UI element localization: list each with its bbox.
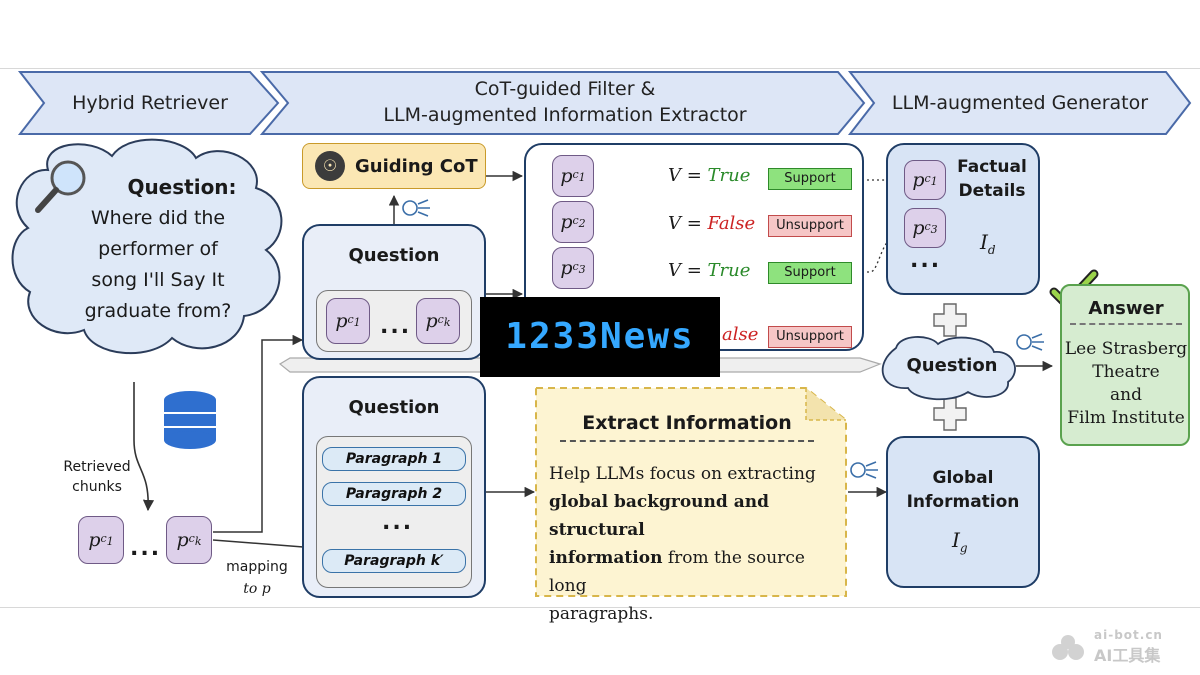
diagram-frame bbox=[0, 68, 1200, 608]
paragraph-k: Paragraph k′ bbox=[322, 549, 466, 573]
answer-line-3: and bbox=[1110, 385, 1142, 405]
answer-title: Answer bbox=[1070, 298, 1182, 325]
extract-line-4: paragraphs. bbox=[549, 604, 654, 624]
question-line-1: Where did the bbox=[90, 207, 226, 229]
corner-mark-line1: ai-bot.cn bbox=[1094, 628, 1163, 642]
paragraph-ellipsis: ... bbox=[382, 510, 414, 535]
corner-mark: ai-bot.cn AI工具集 bbox=[1094, 628, 1194, 666]
upper-chunk-ellipsis: ... bbox=[380, 314, 412, 339]
extract-line-1: Help LLMs focus on extracting bbox=[549, 464, 816, 484]
stage-title-filter-line1: CoT-guided Filter & bbox=[474, 78, 656, 100]
global-symbol: Ig bbox=[952, 528, 968, 555]
question-cloud: Question: Where did the performer of son… bbox=[40, 172, 276, 327]
corner-logo-icon bbox=[1048, 632, 1088, 662]
factual-title-line1: Factual bbox=[957, 157, 1027, 177]
extract-line-3: information from the source long bbox=[549, 548, 805, 596]
question-line-2: performer of bbox=[98, 238, 218, 260]
stage-title-filter-line2: LLM-augmented Information Extractor bbox=[383, 104, 747, 126]
mapping-label-line1: mapping bbox=[226, 559, 288, 575]
corner-mark-line2: AI工具集 bbox=[1094, 646, 1161, 665]
retrieved-label-line2: chunks bbox=[72, 479, 122, 495]
guiding-cot-box: ☉ Guiding CoT bbox=[302, 143, 486, 189]
filter-verdict-2: V = False bbox=[668, 213, 756, 234]
generator-question-label: Question bbox=[906, 355, 998, 376]
unsupport-badge-2: Unsupport bbox=[768, 215, 852, 237]
factual-ellipsis: ... bbox=[910, 248, 942, 273]
upper-question-label: Question bbox=[348, 245, 440, 266]
support-badge-1: Support bbox=[768, 168, 852, 190]
paragraph-1: Paragraph 1 bbox=[322, 447, 466, 471]
filter-verdict-1: V = True bbox=[668, 165, 751, 186]
extract-line-2: global background and structural bbox=[549, 492, 769, 540]
answer-line-1: Lee Strasberg bbox=[1064, 339, 1188, 359]
question-line-3: song I'll Say It bbox=[91, 269, 225, 291]
stage-title-generator: LLM-augmented Generator bbox=[891, 92, 1149, 114]
filter-verdict-4: alse bbox=[722, 324, 759, 345]
mapping-label: mapping to p bbox=[222, 556, 292, 600]
factual-symbol: Id bbox=[980, 230, 996, 257]
extract-title: Extract Information bbox=[560, 412, 814, 442]
global-information-panel bbox=[886, 436, 1040, 588]
retrieved-chunks-label: Retrieved chunks bbox=[52, 457, 142, 497]
extract-description: Help LLMs focus on extracting global bac… bbox=[549, 460, 841, 628]
retrieved-label-line1: Retrieved bbox=[63, 459, 131, 475]
unsupport-badge-4: Unsupport bbox=[768, 326, 852, 348]
filter-verdict-3: V = True bbox=[668, 260, 751, 281]
question-line-4: graduate from? bbox=[84, 300, 232, 322]
global-title-line2: Information bbox=[906, 492, 1020, 512]
mapping-label-line2: to p bbox=[243, 581, 271, 597]
head-profile-icon: ☉ bbox=[315, 151, 345, 181]
chunk-ellipsis: ... bbox=[130, 536, 162, 561]
stage-title-retriever: Hybrid Retriever bbox=[72, 92, 228, 114]
global-title-line1: Global bbox=[932, 468, 994, 488]
answer-text: Lee Strasberg Theatre and Film Institute bbox=[1062, 338, 1190, 430]
lower-question-label: Question bbox=[348, 397, 440, 418]
question-heading: Question: bbox=[127, 175, 237, 199]
answer-line-2: Theatre bbox=[1092, 362, 1160, 382]
factual-details-title: Factual Details bbox=[952, 155, 1032, 203]
global-information-title: Global Information bbox=[890, 466, 1036, 514]
news-watermark: 1233News bbox=[480, 297, 720, 377]
answer-line-4: Film Institute bbox=[1067, 408, 1185, 428]
support-badge-3: Support bbox=[768, 262, 852, 284]
factual-title-line2: Details bbox=[958, 181, 1026, 201]
answer-panel bbox=[1060, 284, 1190, 446]
paragraph-2: Paragraph 2 bbox=[322, 482, 466, 506]
guiding-cot-label: Guiding CoT bbox=[355, 155, 478, 177]
